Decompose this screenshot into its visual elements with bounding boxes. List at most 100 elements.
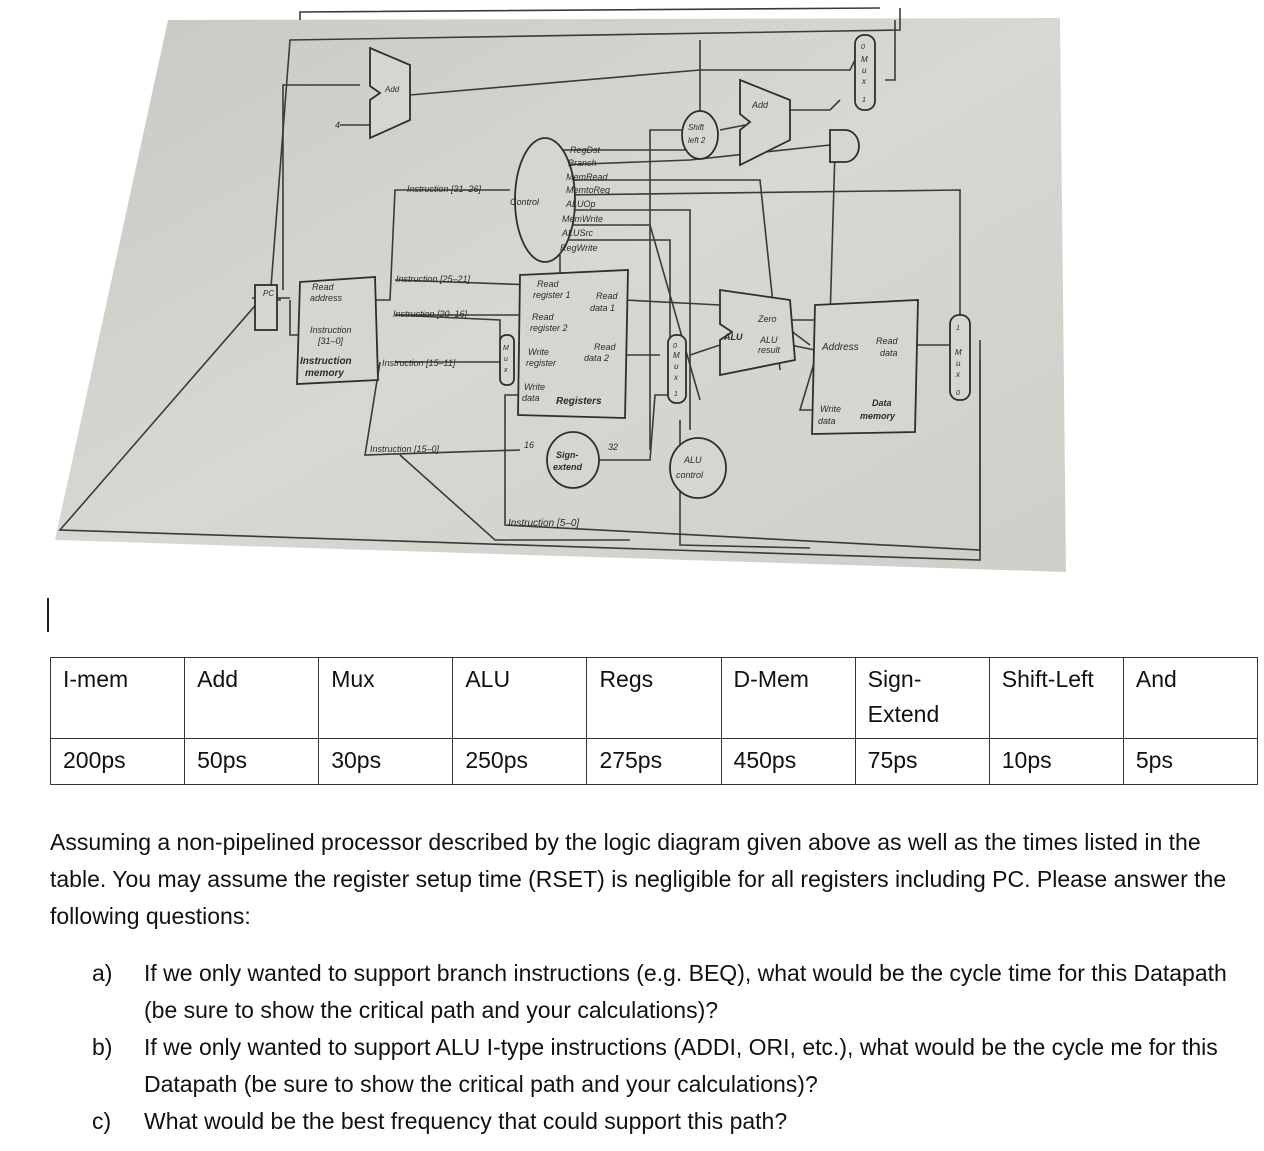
label-mux-x-3: x	[861, 77, 867, 86]
label-mux-m-1: M	[503, 345, 509, 352]
label-thirty-two: 32	[608, 442, 618, 452]
label-memwrite: MemWrite	[562, 214, 603, 224]
label-write-reg-a: Write	[528, 347, 549, 357]
add-unit-branch	[739, 78, 791, 167]
label-write-reg-b: register	[526, 358, 557, 368]
question-intro: Assuming a non-pipelined processor descr…	[50, 824, 1250, 935]
label-four: 4	[335, 120, 340, 130]
label-alu-result-a: ALU	[759, 335, 778, 345]
label-sign: Sign-	[556, 450, 579, 460]
label-instr-mem-2: memory	[305, 368, 344, 379]
label-instr-31-0-a: Instruction	[310, 325, 352, 335]
table-header-cell: Mux	[318, 657, 454, 739]
label-extend: extend	[553, 462, 583, 472]
question-part-text: What would be the best frequency that co…	[144, 1108, 788, 1134]
label-address: Address	[821, 342, 859, 353]
label-zero: Zero	[757, 314, 777, 324]
main-alu	[719, 288, 796, 377]
question-part-text: If we only wanted to support branch inst…	[144, 960, 1227, 1023]
label-read-data-mem-a: Read	[876, 336, 899, 346]
label-alu: ALU	[723, 332, 743, 342]
label-alu-control-a: ALU	[683, 455, 702, 465]
pc-register	[254, 284, 278, 331]
table-value-cell: 10ps	[988, 738, 1124, 785]
question-part-marker: a)	[92, 960, 113, 986]
label-regwrite: RegWrite	[560, 243, 598, 253]
label-instr-15-11: Instruction [15–11]	[382, 358, 456, 368]
mux-memtoreg	[949, 314, 971, 401]
label-write-data-b: data	[522, 393, 540, 403]
label-mux-m-2: M	[673, 351, 680, 360]
mux-pcsrc	[854, 34, 876, 111]
label-write-data-a: Write	[524, 382, 545, 392]
label-mux-m-3: M	[861, 55, 868, 64]
label-read-data2-b: data 2	[584, 353, 609, 363]
component-timing-table: I-mem Add Mux ALU Regs D-Mem Sign- Exten…	[49, 657, 1259, 785]
label-read-data1-b: data 1	[590, 303, 615, 313]
label-read-reg2-a: Read	[532, 312, 555, 322]
data-memory	[811, 299, 919, 435]
question-part-c: c) What would be the best frequency that…	[92, 1103, 1242, 1140]
add-unit-top	[369, 46, 411, 140]
label-mux-x-2: x	[673, 373, 679, 382]
control-unit	[514, 137, 576, 263]
label-mux-u-3: u	[862, 66, 867, 75]
label-instr-5-0: Instruction [5–0]	[508, 518, 579, 529]
text-cursor	[47, 598, 49, 632]
label-mux-x-4: x	[955, 370, 961, 379]
label-memtoreg: MemtoReg	[566, 185, 610, 195]
table-value-row: 200ps 50ps 30ps 250ps 275ps 450ps 75ps 1…	[49, 738, 1259, 785]
table-value-cell: 5ps	[1122, 738, 1259, 785]
table-header-row: I-mem Add Mux ALU Regs D-Mem Sign- Exten…	[49, 657, 1259, 739]
label-read-data1-a: Read	[596, 291, 619, 301]
label-instr-25-21: Instruction [25–21]	[396, 274, 471, 284]
label-mux4-one: 1	[956, 325, 960, 332]
table-value-cell: 30ps	[318, 738, 454, 785]
question-part-marker: b)	[92, 1034, 113, 1060]
sign-extend-unit	[546, 431, 600, 489]
question-part-marker: c)	[92, 1108, 112, 1134]
table-header-cell: Shift-Left	[988, 657, 1124, 739]
label-memread: MemRead	[566, 172, 609, 182]
label-instr-31-0-b: [31–0]	[317, 336, 344, 346]
label-add-branch: Add	[751, 100, 769, 110]
label-mux4-zero: 0	[956, 390, 960, 397]
question-part-a: a) If we only wanted to support branch i…	[92, 955, 1242, 1029]
label-read-data-mem-b: data	[880, 348, 898, 358]
label-mux-u-1: u	[504, 356, 508, 363]
label-mux-m-4: M	[955, 348, 962, 357]
label-registers: Registers	[556, 396, 602, 407]
question-intro-text: Assuming a non-pipelined processor descr…	[50, 829, 1227, 929]
label-read-data2-a: Read	[594, 342, 617, 352]
register-file	[517, 269, 629, 419]
label-mux2-zero: 0	[673, 343, 677, 350]
label-write-data-mem-a: Write	[820, 404, 841, 414]
question-parts-list: a) If we only wanted to support branch i…	[92, 955, 1242, 1140]
label-add-top: Add	[384, 85, 400, 94]
label-instr-mem-1: Instruction	[300, 356, 352, 367]
label-mux2-one: 1	[674, 391, 678, 398]
question-part-text: If we only wanted to support ALU I-type …	[144, 1034, 1218, 1097]
label-mux3-zero: 0	[861, 44, 865, 51]
label-read-reg1-a: Read	[537, 279, 560, 289]
table-header-cell: Sign- Extend	[854, 657, 990, 739]
and-gate	[829, 129, 860, 163]
label-regdst: RegDst	[570, 145, 601, 155]
table-header-cell: Regs	[586, 657, 722, 739]
label-alu-control-b: control	[676, 470, 704, 480]
table-value-cell: 50ps	[184, 738, 320, 785]
table-value-cell: 250ps	[452, 738, 588, 785]
label-pc: PC	[263, 289, 274, 298]
label-instr-15-0: Instruction [15–0]	[370, 444, 440, 454]
datapath-diagram-photo: Add 4 PC Read address Instruction [31–0]…	[0, 0, 1070, 575]
label-mux3-one: 1	[862, 97, 866, 104]
label-read-reg2-b: register 2	[530, 323, 568, 333]
label-read-address-2: address	[310, 293, 343, 303]
table-header-cell: I-mem	[49, 657, 186, 739]
label-read-reg1-b: register 1	[533, 290, 571, 300]
label-read-address-1: Read	[312, 282, 335, 292]
table-header-cell: And	[1122, 657, 1259, 739]
label-alusrc: ALUSrc	[561, 228, 594, 238]
label-instr-20-16: Instruction [20–16]	[393, 309, 468, 319]
label-instr-31-26: Instruction [31–26]	[407, 184, 482, 194]
